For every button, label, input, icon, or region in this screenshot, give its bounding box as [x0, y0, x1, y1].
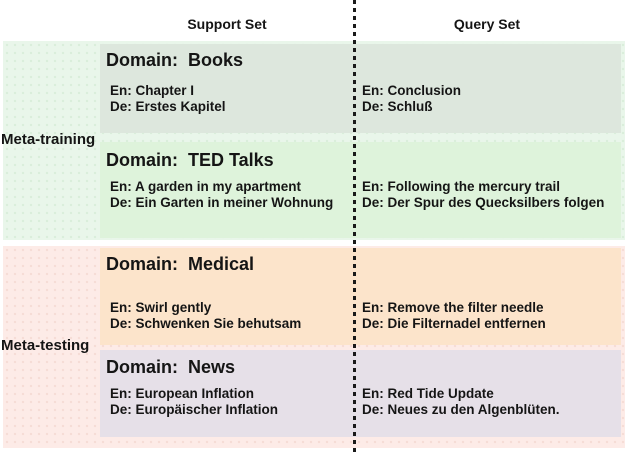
domain-title-medical: Domain: Medical	[106, 254, 255, 274]
domain-block-news	[100, 350, 621, 437]
news-support-de: De: Europäischer Inflation	[110, 402, 279, 417]
domain-block-medical	[100, 248, 621, 345]
books-query-de: De: Schluß	[362, 99, 433, 114]
news-query-en: En: Red Tide Update	[362, 386, 494, 401]
ted-support-de: De: Ein Garten in meiner Wohnung	[110, 195, 334, 210]
domain-title-books: Domain: Books	[106, 50, 244, 70]
meta-testing-label: Meta-testing	[1, 337, 90, 354]
books-support-en: En: Chapter I	[110, 83, 195, 98]
ted-support-en: En: A garden in my apartment	[110, 179, 302, 194]
medical-support-en: En: Swirl gently	[110, 300, 212, 315]
domain-title-ted-talks: Domain: TED Talks	[106, 150, 274, 170]
medical-query-en: En: Remove the filter needle	[362, 300, 544, 315]
column-divider-dashed-line	[353, 0, 356, 456]
medical-support-de: De: Schwenken Sie behutsam	[110, 316, 302, 331]
query-set-header: Query Set	[453, 16, 521, 32]
domain-block-books	[100, 44, 621, 133]
medical-query-de: De: Die Filternadel entfernen	[362, 316, 546, 331]
news-query-de: De: Neues zu den Algenblüten.	[362, 402, 560, 417]
meta-training-label: Meta-training	[1, 131, 96, 148]
news-support-en: En: European Inflation	[110, 386, 254, 401]
support-set-header: Support Set	[187, 16, 267, 32]
books-support-de: De: Erstes Kapitel	[110, 99, 226, 114]
domain-title-news: Domain: News	[106, 357, 236, 377]
ted-query-de: De: Der Spur des Quecksilbers folgen	[362, 195, 605, 210]
ted-query-en: En: Following the mercury trail	[362, 179, 561, 194]
domain-block-ted-talks	[100, 142, 621, 238]
books-query-en: En: Conclusion	[362, 83, 461, 98]
